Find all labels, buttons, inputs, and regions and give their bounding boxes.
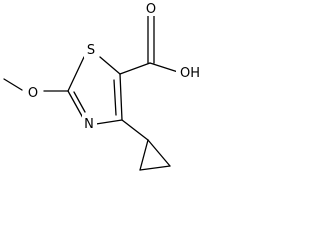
- bond-c2-n3: [67, 90, 84, 119]
- nitrogen-atom-label: N: [84, 117, 94, 132]
- bond-s1-c5: [99, 56, 121, 75]
- bond-o-methyl: [3, 78, 23, 91]
- sulfur-atom-label: S: [87, 43, 95, 58]
- carbonyl-oxygen-label: O: [146, 2, 156, 17]
- chemical-structure: S N O OH O: [3, 2, 201, 171]
- hydroxyl-label: OH: [180, 66, 200, 81]
- bond-cyclopropyl-1: [139, 139, 149, 171]
- methoxy-oxygen-label: O: [28, 86, 38, 101]
- bond-n3-c4: [95, 119, 123, 125]
- bond-c5-ccooh: [119, 62, 151, 75]
- bond-c2-n3-double: [73, 91, 86, 113]
- bond-c-oh: [149, 62, 179, 73]
- bond-cyclopropyl-2: [147, 139, 171, 167]
- bond-c4-c5-double: [113, 79, 117, 116]
- bond-cyclopropyl-3: [139, 165, 171, 171]
- bond-c4-c5: [119, 73, 123, 121]
- bond-c4-cyclopropyl: [121, 119, 149, 141]
- bond-s1-c2: [67, 56, 85, 92]
